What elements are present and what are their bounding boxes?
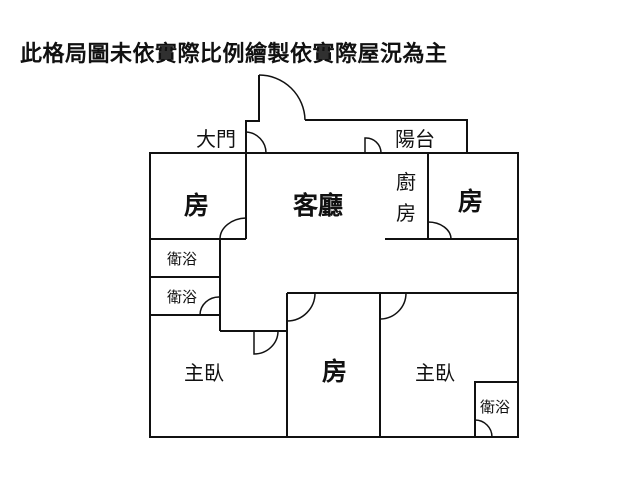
main-door-arc — [245, 131, 267, 154]
balcony-wall — [305, 119, 468, 153]
bath-1-label: 衛浴 — [167, 250, 197, 268]
bath-door-arc — [199, 296, 221, 316]
labels: 大門 陽台 房 客廳 廚 房 房 衛浴 衛浴 主臥 房 主臥 衛浴 — [167, 127, 510, 416]
bath-3-label: 衛浴 — [480, 398, 510, 416]
bedroom-top-right-label: 房 — [458, 187, 483, 216]
bedroom-middle-label: 房 — [322, 357, 347, 386]
disclaimer-title: 此格局圖未依實際比例繪製依實際屋況為主 — [20, 42, 448, 67]
outer-wall — [149, 152, 519, 438]
room-door-arc — [286, 292, 316, 322]
balcony-door-arc — [364, 137, 382, 154]
doors — [199, 74, 493, 438]
balcony-label: 陽台 — [395, 127, 435, 151]
entry-door-arc — [258, 74, 306, 121]
bedroom-top-left-label: 房 — [184, 191, 209, 220]
master-right-label: 主臥 — [415, 361, 455, 385]
bath-2-label: 衛浴 — [167, 288, 197, 306]
kitchen-label-2: 房 — [396, 201, 416, 225]
master-door-arc — [253, 330, 279, 355]
bath3-door-arc — [474, 419, 493, 438]
bedroom-door-arc — [219, 217, 247, 240]
living-room-label: 客廳 — [293, 191, 343, 220]
walls — [149, 75, 519, 438]
main-door-label: 大門 — [196, 127, 236, 151]
master-right-door-arc — [379, 292, 407, 320]
entry-wall — [245, 75, 260, 153]
kitchen-room-door-arc — [427, 221, 452, 240]
master-left-label: 主臥 — [184, 361, 224, 385]
kitchen-label-1: 廚 — [396, 170, 416, 194]
